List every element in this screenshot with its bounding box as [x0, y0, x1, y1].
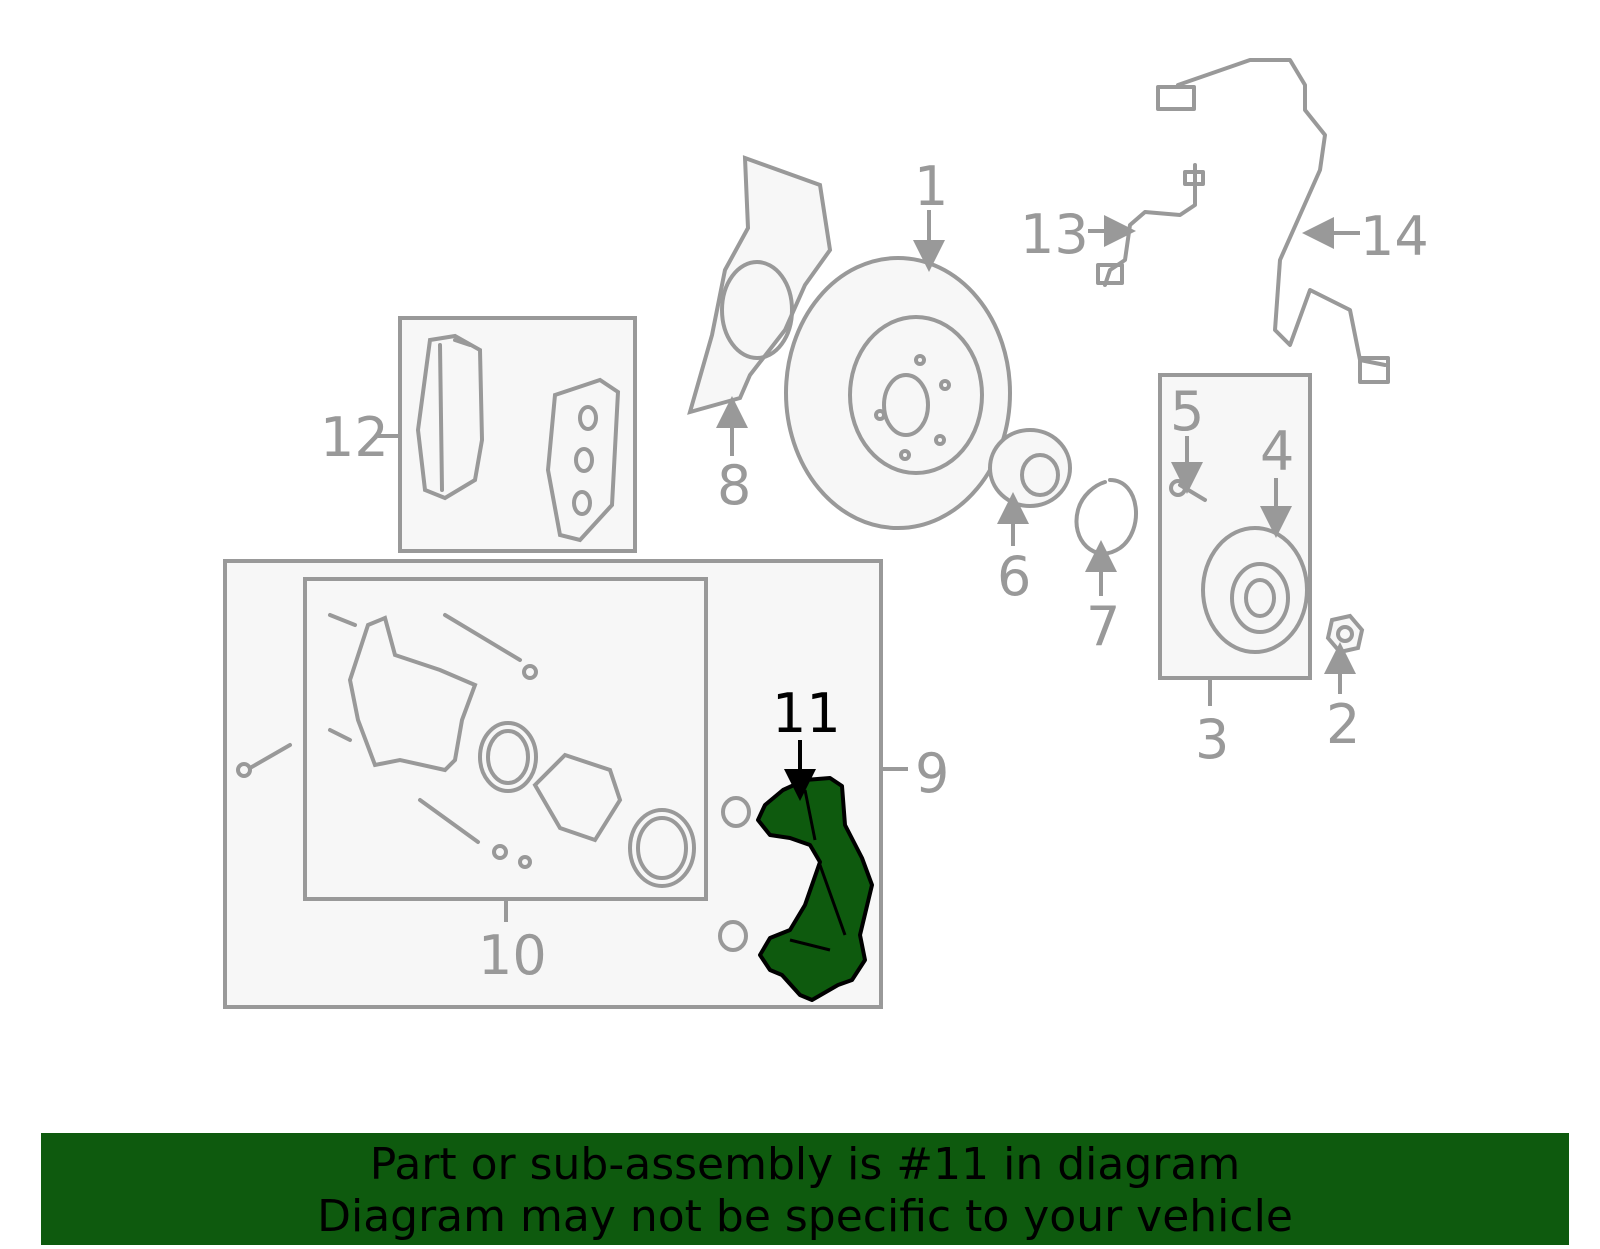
- callout-9: 9: [915, 742, 949, 805]
- callout-14: 14: [1360, 205, 1429, 268]
- info-banner: Part or sub-assembly is #11 in diagram D…: [41, 1133, 1569, 1245]
- banner-line-1: Part or sub-assembly is #11 in diagram: [369, 1139, 1241, 1190]
- caliper-box[interactable]: [303, 577, 708, 901]
- brake-pad-set-box[interactable]: [398, 316, 637, 553]
- banner-line-2: Diagram may not be specific to your vehi…: [317, 1191, 1293, 1242]
- callout-4: 4: [1260, 420, 1294, 483]
- callout-13: 13: [1020, 203, 1089, 266]
- callout-3: 3: [1195, 708, 1229, 771]
- callout-10: 10: [478, 924, 547, 987]
- snap-ring[interactable]: [1074, 478, 1138, 556]
- callout-6: 6: [997, 545, 1031, 608]
- wheel-bearing[interactable]: [988, 428, 1072, 508]
- callout-11: 11: [772, 682, 841, 745]
- caliper-bolts[interactable]: [236, 743, 292, 778]
- callout-5: 5: [1170, 380, 1204, 443]
- brake-hose[interactable]: [1096, 163, 1205, 287]
- callout-12: 12: [320, 406, 389, 469]
- dust-shield[interactable]: [687, 155, 833, 415]
- hub-nut[interactable]: [1325, 613, 1365, 655]
- callout-7: 7: [1086, 595, 1120, 658]
- callout-1: 1: [914, 155, 948, 218]
- bushings[interactable]: [718, 796, 751, 952]
- brake-rotor[interactable]: [784, 256, 1012, 530]
- abs-sensor-wire[interactable]: [1156, 58, 1390, 384]
- callout-8: 8: [717, 454, 751, 517]
- callout-2: 2: [1326, 693, 1360, 756]
- caliper-bracket-highlighted[interactable]: [756, 776, 874, 1002]
